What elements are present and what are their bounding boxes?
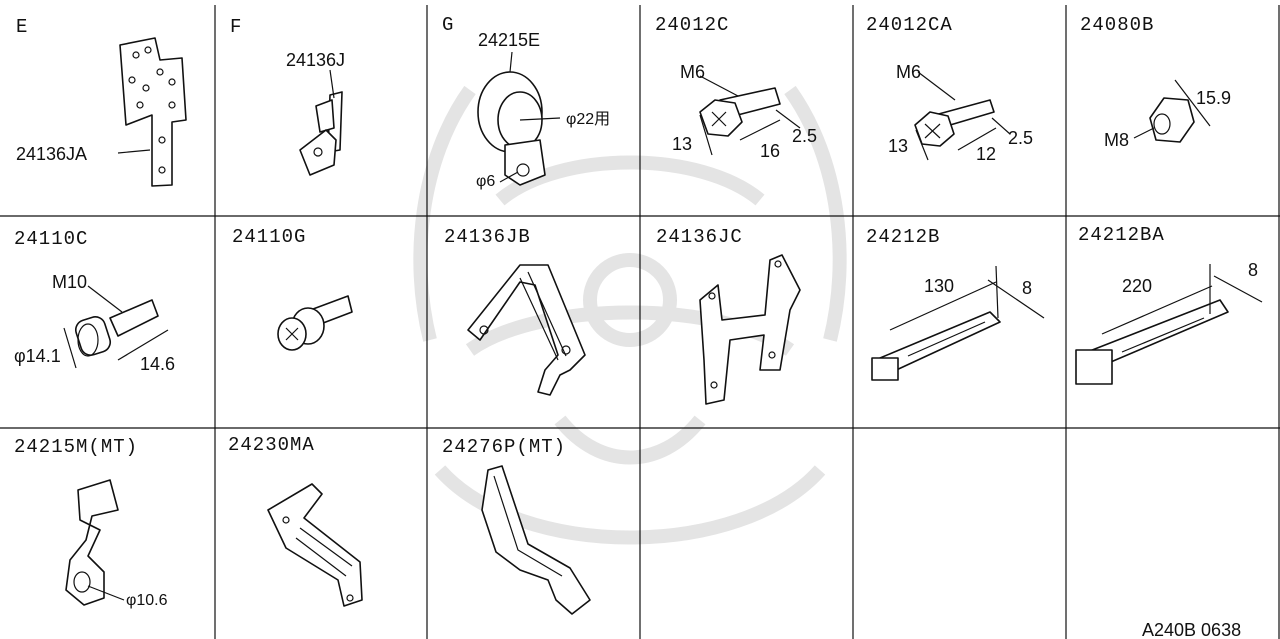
cell-label: 24080B xyxy=(1080,14,1154,36)
dimension: 220 xyxy=(1122,276,1152,296)
grid-lines xyxy=(0,5,1280,639)
dimension: 14.6 xyxy=(140,354,175,374)
cell-24212b: 24212B 130 8 xyxy=(866,226,1045,381)
dimension: 15.9 xyxy=(1196,88,1231,108)
cell-24212ba: 24212BA 220 8 xyxy=(1075,224,1263,385)
dimension: 8 xyxy=(1248,260,1258,280)
dimension: M10 xyxy=(52,272,87,292)
dimension: 2.5 xyxy=(792,126,817,146)
cell-label: 24012C xyxy=(655,14,729,36)
part-number: 24215E xyxy=(478,30,540,50)
cell-24012ca: 24012CA M6 13 12 2.5 xyxy=(866,14,1033,164)
diagram-code: A240B 0638 xyxy=(1142,620,1241,639)
dimension: M8 xyxy=(1104,130,1129,150)
cell-24136jb: 24136JB xyxy=(444,226,586,396)
cell-label: 24212BA xyxy=(1078,224,1165,246)
dimension: 8 xyxy=(1022,278,1032,298)
dimension: 130 xyxy=(924,276,954,296)
cell-24110g: 24110G xyxy=(232,226,353,351)
cell-24110c: 24110C M10 φ14.1 14.6 xyxy=(14,228,175,374)
cell-label: E xyxy=(16,16,28,38)
dimension: 13 xyxy=(672,134,692,154)
cell-24080b: 24080B 15.9 M8 xyxy=(1080,14,1231,150)
dimension: φ6 xyxy=(476,173,495,190)
dimension: 16 xyxy=(760,141,780,161)
cell-label: 24212B xyxy=(866,226,940,248)
cell-label: 24012CA xyxy=(866,14,953,36)
dimension: 12 xyxy=(976,144,996,164)
dimension: M6 xyxy=(896,62,921,82)
dimension: 13 xyxy=(888,136,908,156)
cell-24215m-mt: 24215M(MT) φ10.6 xyxy=(14,436,168,609)
dimension: φ14.1 xyxy=(14,346,61,366)
cell-e: E 24136JA xyxy=(16,16,187,187)
kabuto-crest-watermark-icon xyxy=(413,85,847,545)
cell-label: 24215M(MT) xyxy=(14,436,138,458)
cell-24012c: 24012C M6 13 16 2.5 xyxy=(655,14,817,161)
part-number: 24136J xyxy=(286,50,345,70)
cell-label: F xyxy=(230,16,242,38)
cell-label: 24276P(MT) xyxy=(442,436,566,458)
dimension: φ10.6 xyxy=(126,592,168,609)
cell-label: G xyxy=(442,14,454,36)
cell-label: 24230MA xyxy=(228,434,315,456)
cell-label: 24110C xyxy=(14,228,88,250)
part-number: 24136JA xyxy=(16,144,87,164)
cell-label: 24136JB xyxy=(444,226,531,248)
dimension: φ22用 xyxy=(566,111,610,128)
cell-24230ma: 24230MA xyxy=(228,434,363,607)
cell-f: F 24136J xyxy=(230,16,345,176)
cell-label: 24110G xyxy=(232,226,306,248)
cell-24276p-mt: 24276P(MT) xyxy=(442,436,591,615)
cell-g: G 24215E φ22用 φ6 xyxy=(442,14,610,190)
dimension: 2.5 xyxy=(1008,128,1033,148)
dimension: M6 xyxy=(680,62,705,82)
cell-24136jc: 24136JC xyxy=(656,226,801,405)
cell-label: 24136JC xyxy=(656,226,743,248)
